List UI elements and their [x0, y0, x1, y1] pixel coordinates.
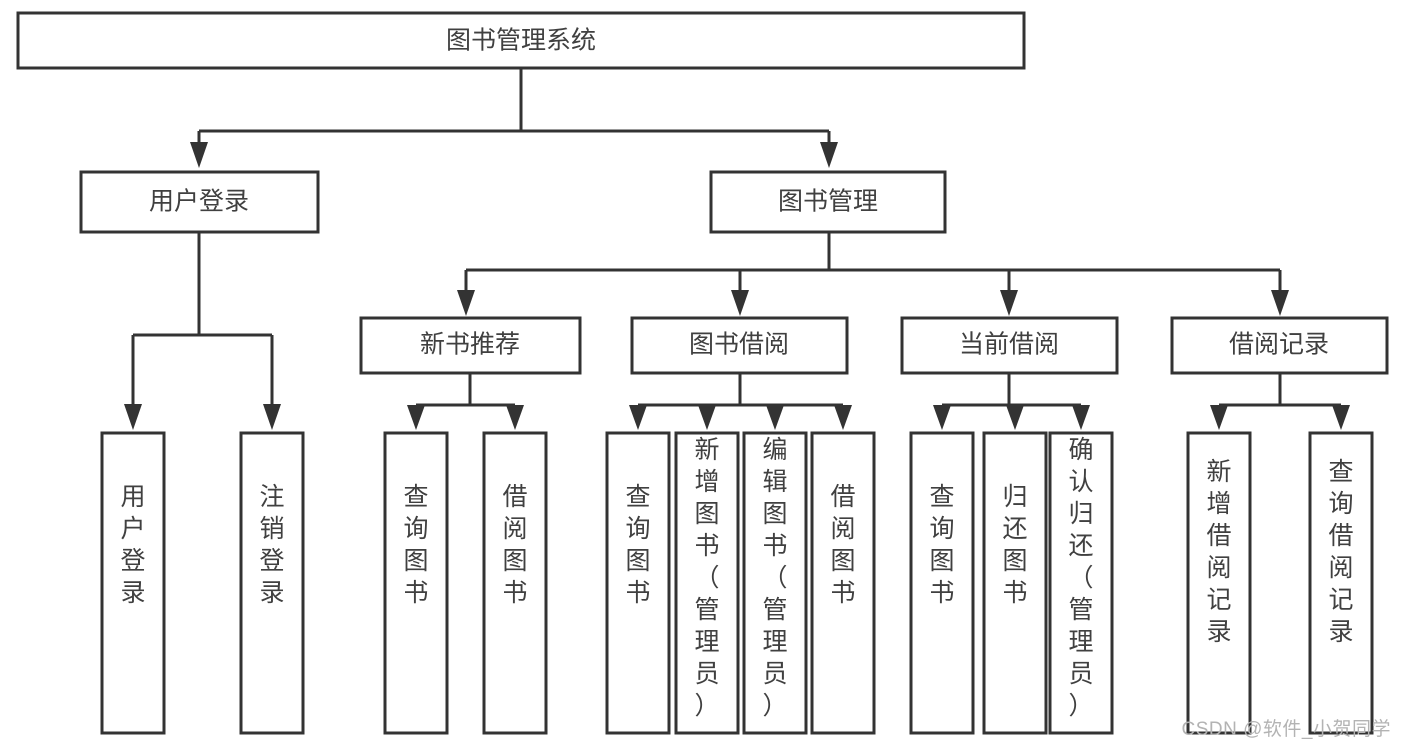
node-new-book-recommend-label: 新书推荐: [420, 331, 520, 359]
node-book-borrow[interactable]: 图书借阅: [630, 316, 849, 375]
node-user-login-rect[interactable]: [79, 170, 320, 234]
node-leaf-borrow-book-1[interactable]: 借阅图书: [482, 431, 548, 735]
node-leaf-query-book-1-rect[interactable]: [383, 431, 449, 735]
connector-group-user-login: [124, 232, 281, 430]
node-leaf-add-book-label: 新增图书（管理员）: [694, 436, 719, 720]
node-leaf-borrow-book-1-rect[interactable]: [482, 431, 548, 735]
node-leaf-add-book[interactable]: 新增图书（管理员）: [674, 431, 740, 735]
arrow-cb-c1: [933, 405, 951, 430]
arrow-user-login-right: [263, 404, 281, 430]
node-current-borrow-label: 当前借阅: [959, 331, 1059, 359]
connector-group-new-book-recommend: [407, 373, 524, 430]
node-leaf-query-book-3-rect[interactable]: [909, 431, 975, 735]
node-leaf-user-logout[interactable]: 注销登录: [239, 431, 305, 735]
node-leaf-query-book-3-label: 查询图书: [929, 483, 954, 607]
node-leaf-borrow-book-2[interactable]: 借阅图书: [810, 431, 876, 735]
node-borrow-record-label: 借阅记录: [1229, 331, 1329, 359]
node-current-borrow-rect[interactable]: [900, 316, 1119, 375]
csdn-watermark: CSDN @软件_小贺同学: [1181, 719, 1391, 740]
arrow-bm-to-new-book: [457, 290, 475, 316]
node-current-borrow[interactable]: 当前借阅: [900, 316, 1119, 375]
node-leaf-return-book-label: 归还图书: [1002, 483, 1027, 607]
arrow-bb-c1: [629, 405, 647, 430]
arrow-nbr-c1: [407, 405, 425, 430]
node-leaf-user-login-rect[interactable]: [100, 431, 166, 735]
arrow-bm-to-current-borrow: [1000, 290, 1018, 316]
node-book-borrow-label: 图书借阅: [689, 331, 789, 359]
node-leaf-query-book-1-label: 查询图书: [403, 483, 428, 607]
node-new-book-recommend[interactable]: 新书推荐: [359, 316, 582, 375]
node-leaf-confirm-return-label: 确认归还（管理员）: [1068, 436, 1093, 720]
node-book-borrow-rect[interactable]: [630, 316, 849, 375]
node-user-login-label: 用户登录: [149, 188, 249, 216]
node-leaf-query-book-2[interactable]: 查询图书: [605, 431, 671, 735]
node-leaf-confirm-return-rect[interactable]: [1048, 431, 1114, 735]
arrow-cb-c2: [1006, 405, 1024, 430]
node-leaf-add-book-rect[interactable]: [674, 431, 740, 735]
connector-group-root: [190, 68, 838, 168]
node-book-manage-rect[interactable]: [709, 170, 947, 234]
node-leaf-user-logout-rect[interactable]: [239, 431, 305, 735]
node-leaf-confirm-return[interactable]: 确认归还（管理员）: [1048, 431, 1114, 735]
node-leaf-query-book-3[interactable]: 查询图书: [909, 431, 975, 735]
node-leaf-user-logout-label: 注销登录: [259, 483, 284, 607]
arrow-bm-to-borrow-record: [1271, 290, 1289, 316]
node-leaf-borrow-book-2-label: 借阅图书: [830, 483, 855, 607]
arrow-bb-c2: [698, 405, 716, 430]
arrow-bm-to-book-borrow: [731, 290, 749, 316]
node-leaf-edit-book-rect[interactable]: [742, 431, 808, 735]
node-root-label: 图书管理系统: [446, 27, 596, 55]
node-borrow-record-rect[interactable]: [1170, 316, 1389, 375]
node-book-manage-label: 图书管理: [778, 188, 878, 216]
node-leaf-add-borrow-record-label: 新增借阅记录: [1206, 458, 1231, 646]
node-leaf-add-borrow-record-rect[interactable]: [1186, 431, 1252, 735]
node-leaf-query-book-2-label: 查询图书: [625, 483, 650, 607]
node-leaf-query-borrow-record-rect[interactable]: [1308, 431, 1374, 735]
connector-group-book-borrow: [629, 373, 852, 430]
node-leaf-return-book[interactable]: 归还图书: [982, 431, 1048, 735]
arrow-user-login-left: [124, 404, 142, 430]
arrow-br-c1: [1210, 405, 1228, 430]
node-root-rect[interactable]: [16, 11, 1026, 70]
node-leaf-borrow-book-2-rect[interactable]: [810, 431, 876, 735]
node-leaf-edit-book[interactable]: 编辑图书（管理员）: [742, 431, 808, 735]
node-book-manage[interactable]: 图书管理: [709, 170, 947, 234]
node-leaf-add-borrow-record[interactable]: 新增借阅记录: [1186, 431, 1252, 735]
node-leaf-user-login[interactable]: 用户登录: [100, 431, 166, 735]
node-leaf-borrow-book-1-label: 借阅图书: [502, 483, 527, 607]
arrow-br-c2: [1332, 405, 1350, 430]
node-leaf-edit-book-label: 编辑图书（管理员）: [762, 436, 787, 720]
node-new-book-recommend-rect[interactable]: [359, 316, 582, 375]
arrow-cb-c3: [1072, 405, 1090, 430]
node-user-login[interactable]: 用户登录: [79, 170, 320, 234]
arrow-root-to-user-login: [190, 142, 208, 168]
connector-group-borrow-record: [1210, 373, 1350, 430]
node-leaf-query-book-2-rect[interactable]: [605, 431, 671, 735]
arrow-nbr-c2: [506, 405, 524, 430]
connector-group-book-manage: [457, 232, 1289, 316]
node-leaf-query-borrow-record[interactable]: 查询借阅记录: [1308, 431, 1374, 735]
arrow-root-to-book-manage: [820, 142, 838, 168]
node-leaf-user-login-label: 用户登录: [120, 483, 145, 607]
arrow-bb-c3: [766, 405, 784, 430]
node-leaf-return-book-rect[interactable]: [982, 431, 1048, 735]
node-root[interactable]: 图书管理系统: [16, 11, 1026, 70]
connector-group-current-borrow: [933, 373, 1090, 430]
node-leaf-query-borrow-record-label: 查询借阅记录: [1328, 458, 1353, 646]
node-leaf-query-book-1[interactable]: 查询图书: [383, 431, 449, 735]
node-borrow-record[interactable]: 借阅记录: [1170, 316, 1389, 375]
arrow-bb-c4: [834, 405, 852, 430]
leaf-nodes: 用户登录 注销登录 查询图书 借阅图书 查询图书 新增图书（管理员）: [100, 431, 1374, 735]
